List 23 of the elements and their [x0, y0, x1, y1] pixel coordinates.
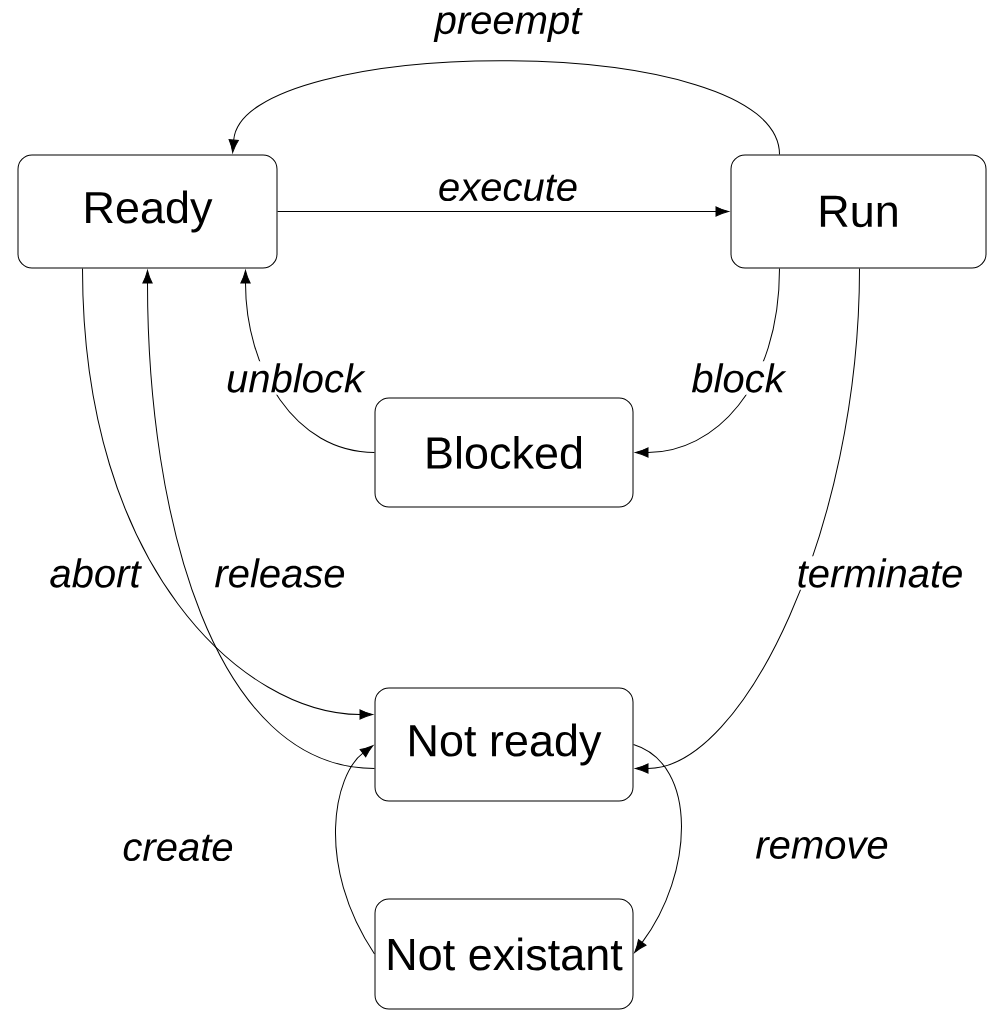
- edge-label: execute: [435, 172, 581, 204]
- state-box: Not existant: [374, 898, 634, 1010]
- state-box: Run: [730, 154, 987, 269]
- arrow: [82, 268, 373, 720]
- arrow: [635, 268, 780, 458]
- arrow: [228, 60, 780, 155]
- state-box: Blocked: [374, 397, 634, 508]
- edge-label: create: [120, 832, 236, 864]
- arrow: [277, 206, 729, 217]
- edge-label: release: [212, 556, 348, 590]
- edge-label: unblock: [224, 361, 366, 395]
- arrow: [633, 744, 682, 953]
- edge-label: block: [689, 361, 787, 395]
- arrow: [635, 268, 860, 774]
- edge-label: preempt: [432, 5, 584, 45]
- arrow: [335, 745, 375, 955]
- edge-label: abort: [47, 556, 143, 590]
- edge-label: remove: [753, 835, 891, 861]
- arrow: [142, 270, 375, 769]
- state-box: Not ready: [374, 687, 634, 802]
- edge-label: terminate: [794, 556, 966, 590]
- arrow: [240, 270, 375, 453]
- state-box: Ready: [17, 154, 278, 269]
